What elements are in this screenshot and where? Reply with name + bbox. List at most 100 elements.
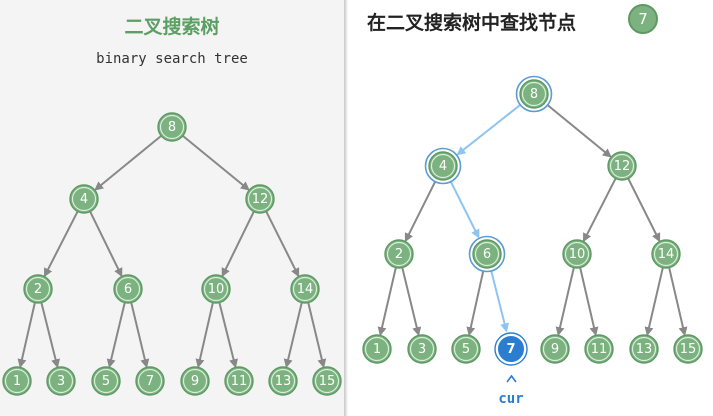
panel-divider	[344, 0, 348, 416]
right-tree-node-14: 14	[651, 239, 681, 269]
right-tree-node-1: 1	[362, 334, 392, 364]
left-panel	[0, 0, 344, 416]
left-tree-edge-4-2	[43, 211, 79, 278]
left-tree-edge-2-1	[17, 302, 36, 369]
left-tree-edge-10-9	[195, 302, 214, 369]
right-tree-node-5: 5	[451, 334, 481, 364]
right-tree-edge-14-13	[644, 267, 664, 337]
right-tree-edge-14-15	[668, 267, 688, 337]
left-tree-node-label: 11	[231, 374, 248, 389]
right-tree-node-6: 6	[468, 235, 506, 273]
right-tree-node-label: 12	[614, 159, 631, 174]
left-tree-node-label: 15	[319, 374, 336, 389]
right-tree-node-label: 6	[483, 247, 491, 262]
right-tree-edge-6-7	[490, 271, 509, 333]
left-tree-node-label: 14	[297, 282, 314, 297]
right-tree-node-13: 13	[629, 334, 659, 364]
left-tree-edge-14-15	[307, 302, 327, 369]
left-tree-node-10: 10	[201, 274, 231, 304]
left-tree-node-9: 9	[180, 366, 210, 396]
left-tree-node-1: 1	[2, 366, 32, 396]
left-tree-node-label: 6	[124, 282, 132, 297]
right-tree-node-label: 10	[569, 247, 586, 262]
left-tree-edge-12-14	[265, 211, 300, 278]
left-tree-node-3: 3	[46, 366, 76, 396]
target-value-node: 7	[628, 4, 658, 34]
left-tree-edge-6-7	[130, 302, 150, 369]
right-tree-edge-8-4	[456, 104, 521, 156]
right-tree-node-9: 9	[540, 334, 570, 364]
right-tree-node-12: 12	[607, 151, 637, 181]
left-tree-node-12: 12	[245, 184, 275, 214]
left-tree-node-label: 12	[252, 192, 269, 207]
right-tree-node-label: 4	[439, 159, 447, 174]
right-tree-edge-2-1	[377, 267, 397, 337]
right-title: 在二叉搜索树中查找节点	[367, 12, 577, 34]
left-tree-edge-14-13	[283, 302, 303, 369]
left-tree-edge-2-3	[40, 302, 60, 369]
right-tree-node-label: 9	[551, 342, 559, 357]
right-tree-node-label: 2	[395, 247, 403, 262]
right-tree-node-label: 5	[462, 342, 470, 357]
left-tree-edge-8-4	[94, 135, 162, 191]
right-tree-edge-8-12	[547, 104, 612, 158]
right-tree-edge-10-11	[579, 267, 599, 337]
left-tree-node-label: 9	[191, 374, 199, 389]
left-tree-node-8: 8	[157, 112, 187, 142]
left-tree-node-13: 13	[268, 366, 298, 396]
left-tree-node-label: 2	[34, 282, 42, 297]
right-tree-node-label: 11	[591, 342, 608, 357]
right-tree-edge-6-5	[466, 271, 485, 337]
left-tree-node-4: 4	[69, 184, 99, 214]
right-tree-node-11: 11	[584, 334, 614, 364]
left-tree-node-6: 6	[113, 274, 143, 304]
right-tree-node-label: 14	[658, 247, 675, 262]
right-tree-edge-4-6	[450, 181, 480, 239]
left-tree-node-label: 8	[168, 120, 176, 135]
left-tree-edge-6-5	[106, 302, 126, 369]
left-tree-node-14: 14	[290, 274, 320, 304]
right-tree-node-label: 8	[530, 87, 538, 102]
left-tree-node-label: 10	[208, 282, 225, 297]
right-tree-node-label: 1	[373, 342, 381, 357]
right-tree-edge-10-9	[555, 267, 575, 337]
right-tree-node-15: 15	[673, 334, 703, 364]
left-tree-edge-12-10	[221, 211, 255, 278]
left-tree-node-2: 2	[23, 274, 53, 304]
right-tree-node-8: 8	[515, 75, 553, 113]
right-tree-node-label: 13	[636, 342, 653, 357]
right-tree-node-10: 10	[562, 239, 592, 269]
right-tree-node-2: 2	[384, 239, 414, 269]
cur-pointer: cur	[498, 374, 524, 407]
cur-pointer-label: cur	[498, 391, 523, 407]
left-tree-edge-8-12	[182, 135, 250, 191]
left-tree-node-label: 7	[146, 374, 154, 389]
left-tree-node-label: 4	[80, 192, 88, 207]
left-tree-node-5: 5	[91, 366, 121, 396]
right-tree-edge-4-2	[404, 181, 436, 243]
right-tree-node-7: 7	[494, 332, 528, 366]
right-tree-edge-12-14	[627, 178, 661, 243]
right-tree-node-label: 3	[418, 342, 426, 357]
left-tree-node-label: 5	[102, 374, 110, 389]
right-tree-node-4: 4	[424, 147, 462, 185]
left-tree-edge-10-11	[218, 302, 238, 369]
right-tree-node-label: 7	[506, 342, 515, 357]
right-tree-node-label: 15	[680, 342, 697, 357]
right-tree-edge-12-10	[582, 178, 617, 243]
left-tree-node-15: 15	[312, 366, 342, 396]
left-tree-node-11: 11	[224, 366, 254, 396]
left-tree-node-label: 1	[13, 374, 21, 389]
right-tree-node-3: 3	[407, 334, 437, 364]
cur-pointer-arrow-icon	[506, 374, 517, 383]
left-tree-node-label: 3	[57, 374, 65, 389]
right-tree-edge-2-3	[401, 267, 422, 337]
left-subtitle: binary search tree	[96, 51, 248, 67]
left-tree-edge-4-6	[89, 211, 123, 278]
left-tree-node-7: 7	[135, 366, 165, 396]
left-tree-node-label: 13	[275, 374, 292, 389]
left-title: 二叉搜索树	[124, 16, 220, 38]
